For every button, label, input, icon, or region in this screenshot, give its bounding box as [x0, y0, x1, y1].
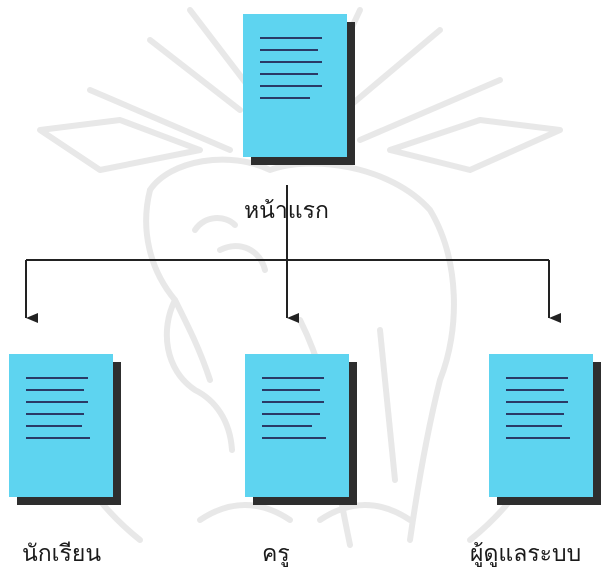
- admin-page-label: ผู้ดูแลระบบ: [470, 541, 582, 567]
- student-page-label: นักเรียน: [22, 541, 102, 567]
- teacher-page-icon: [245, 354, 357, 505]
- teacher-page-label: ครู: [262, 541, 290, 567]
- student-page-icon: [9, 354, 121, 505]
- admin-page-icon: [489, 354, 601, 505]
- root-page-icon: [243, 14, 355, 165]
- root-page-label: หน้าแรก: [244, 198, 329, 224]
- connectors: [25, 185, 561, 323]
